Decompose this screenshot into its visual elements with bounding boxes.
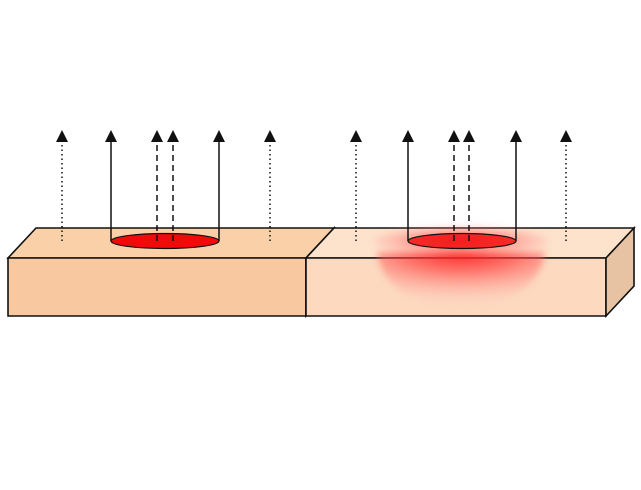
opaque-slab [6, 225, 336, 319]
left-light-arrows [56, 130, 276, 241]
subsurface-glow-volume [377, 252, 545, 306]
surface-spot [110, 232, 220, 250]
opaque-slab-front [7, 257, 307, 317]
translucent-slab [304, 225, 636, 319]
subsurface-spot [407, 232, 517, 250]
right-light-arrows [350, 130, 572, 241]
translucent-slab-side [605, 225, 635, 319]
